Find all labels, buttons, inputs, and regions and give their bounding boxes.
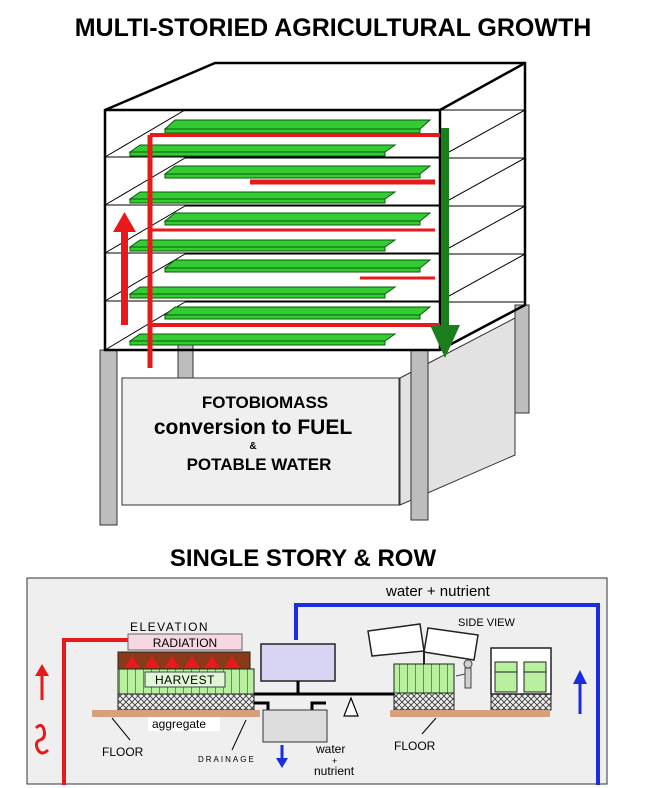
blue-down-arrow xyxy=(276,745,288,768)
pump-triangle-icon xyxy=(343,696,359,717)
plus-label: + xyxy=(332,756,337,766)
aggregate-label: aggregate xyxy=(152,717,206,731)
processing-box xyxy=(260,643,336,682)
fuel-conversion-box: FOTOBIOMASS conversion to FUEL & POTABLE… xyxy=(121,377,400,506)
side-view-label: SIDE VIEW xyxy=(458,617,515,629)
harvest-label: HARVEST xyxy=(155,673,215,687)
floor-right-pointer xyxy=(421,717,437,735)
nutrient-label: nutrient xyxy=(314,764,355,778)
elevation-label: ELEVATION xyxy=(130,620,209,634)
lamp-row xyxy=(117,651,251,670)
drainage-label: DRAINAGE xyxy=(198,755,256,764)
floor-left-pointer xyxy=(111,717,131,741)
plant-cells-right xyxy=(393,663,455,694)
red-squiggle-icon xyxy=(34,723,50,755)
red-circulation-lines xyxy=(147,133,440,368)
water-nutrient-top-label: water + nutrient xyxy=(385,583,491,600)
box-line-conversion: conversion to FUEL xyxy=(154,416,353,439)
aggregate-label-bg xyxy=(148,717,220,731)
box-line-ampersand: & xyxy=(249,441,256,452)
floor-right xyxy=(390,710,550,717)
bottom-title: SINGLE STORY & ROW xyxy=(170,545,437,572)
aggregate-layer-right xyxy=(393,692,455,711)
side-rack xyxy=(490,647,552,711)
side-view-panels xyxy=(367,623,479,666)
red-feed-pipe xyxy=(62,638,130,785)
floor-left-label: FLOOR xyxy=(102,745,144,759)
box-line-potable-water: POTABLE WATER xyxy=(187,455,332,474)
growing-trays xyxy=(128,119,432,346)
top-title: MULTI-STORIED AGRICULTURAL GROWTH xyxy=(75,14,592,42)
blue-up-arrow xyxy=(573,670,587,714)
green-down-arrow xyxy=(430,128,460,358)
blue-water-pipe xyxy=(294,603,600,785)
radiation-bar xyxy=(127,633,243,651)
red-up-arrow xyxy=(113,212,136,325)
radiation-label: RADIATION xyxy=(153,636,217,650)
connecting-pipes xyxy=(254,681,394,712)
box-line-fotobiomass: FOTOBIOMASS xyxy=(202,393,328,412)
building-base xyxy=(99,304,530,526)
harvest-bar xyxy=(144,671,226,688)
drainage-pointer xyxy=(231,719,247,751)
drainage-tank xyxy=(262,709,328,743)
worker-figure-icon xyxy=(455,659,473,689)
building-frame xyxy=(103,61,527,352)
floor-right-label: FLOOR xyxy=(394,739,436,753)
water-label: water xyxy=(315,742,345,756)
aggregate-layer xyxy=(117,693,255,711)
red-up-arrow-small xyxy=(35,664,49,700)
floor-left xyxy=(92,710,260,717)
